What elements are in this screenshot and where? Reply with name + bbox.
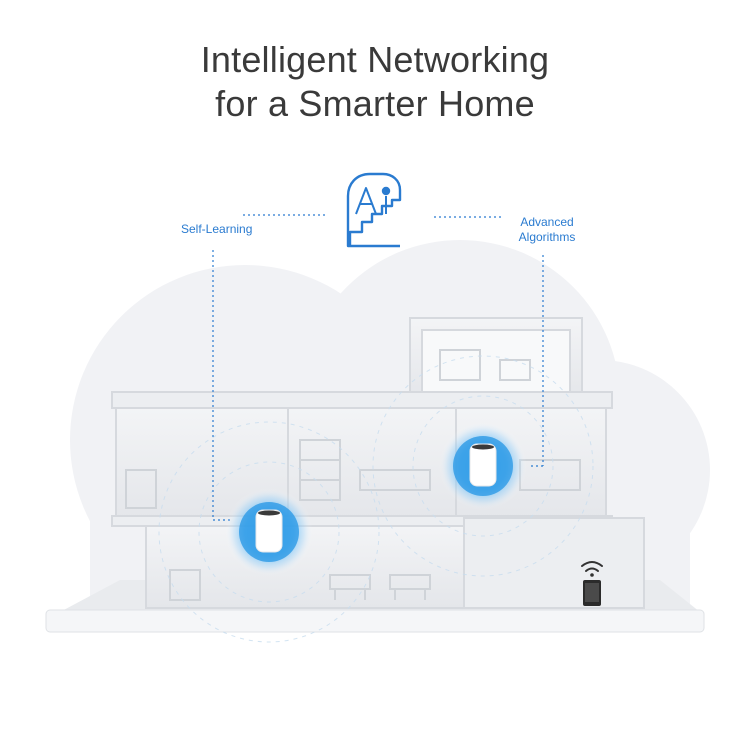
ai-head-icon bbox=[346, 172, 402, 248]
smartphone-icon bbox=[583, 580, 601, 606]
advanced-algorithms-line-1: Advanced bbox=[520, 215, 574, 229]
mesh-router-icon bbox=[225, 488, 313, 576]
wifi-icon bbox=[581, 561, 603, 577]
self-learning-label: Self-Learning bbox=[181, 222, 253, 236]
headline-line-1: Intelligent Networking bbox=[200, 39, 550, 80]
mesh-router-icon bbox=[439, 422, 527, 510]
wifi-signal-rings bbox=[158, 355, 594, 643]
advanced-algorithms-label: Advanced Algorithms bbox=[514, 215, 580, 245]
advanced-algorithms-line-2: Algorithms bbox=[518, 230, 576, 244]
headline-line-2: for a Smarter Home bbox=[215, 83, 535, 124]
